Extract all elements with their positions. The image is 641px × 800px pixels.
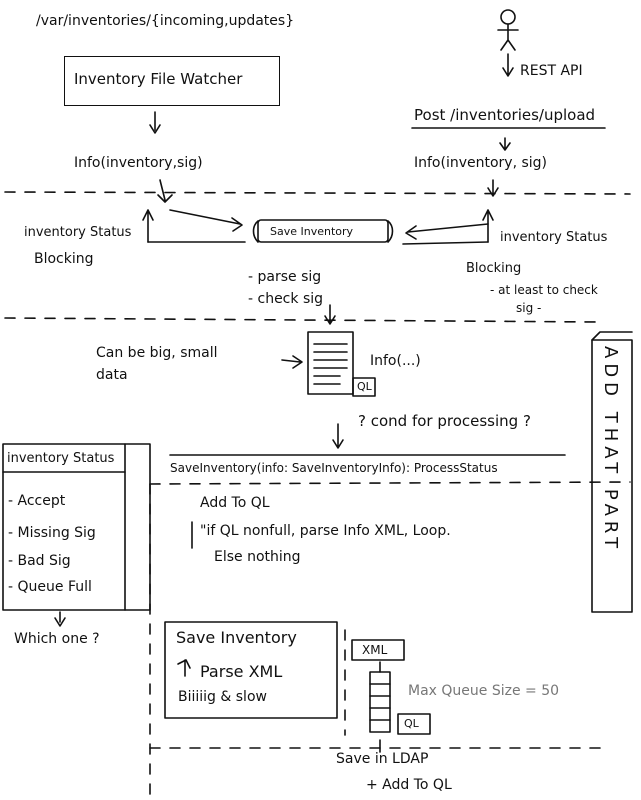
user-body-icon	[497, 23, 519, 51]
file-watcher-label: Inventory File Watcher	[74, 70, 243, 88]
right-note-line-1: - at least to check	[490, 283, 598, 297]
rule-line-1: "if QL nonfull, parse Info XML, Loop.	[200, 523, 451, 539]
add-to-ql-label: Add To QL	[200, 495, 270, 511]
step-check-sig: - check sig	[248, 291, 324, 307]
status-item-accept: - Accept	[8, 493, 66, 509]
queue-xml-label: XML	[362, 643, 388, 657]
watch-path: /var/inventories/{incoming,updates}	[36, 13, 295, 29]
watcher-info-call: Info(inventory,sig)	[74, 155, 203, 171]
queue-ql-label: QL	[404, 717, 419, 730]
step-parse-sig: - parse sig	[248, 269, 322, 285]
bottom-box-step-slow: Biiiiig & slow	[178, 689, 267, 705]
file-watcher-box	[64, 56, 280, 106]
add-that-part-banner: ADD THAT PART	[600, 346, 621, 554]
condition-question: ? cond for processing ?	[358, 412, 531, 430]
max-queue-size: Max Queue Size = 50	[408, 683, 560, 699]
add-to-ql-final: + Add To QL	[366, 777, 452, 793]
bottom-box-step-parse: Parse XML	[200, 662, 283, 681]
status-item-missing-sig: - Missing Sig	[8, 525, 96, 541]
doc-ql-label: QL	[357, 380, 372, 393]
bottom-box-title: Save Inventory	[176, 628, 297, 647]
document-icon	[307, 331, 376, 397]
right-blocking-label: Blocking	[466, 261, 522, 276]
doc-note-line-1: Can be big, small	[96, 345, 218, 361]
doc-note-line-2: data	[96, 367, 128, 383]
save-inventory-box-label: Save Inventory	[270, 225, 354, 238]
rest-api-label: REST API	[520, 63, 583, 79]
status-panel-title: inventory Status	[7, 451, 115, 466]
left-blocking-label: Blocking	[34, 251, 94, 267]
status-question: Which one ?	[14, 631, 100, 647]
status-item-bad-sig: - Bad Sig	[8, 553, 71, 569]
save-in-ldap: Save in LDAP	[336, 751, 429, 767]
right-note-line-2: sig -	[516, 301, 542, 315]
right-status-label: inventory Status	[500, 230, 608, 245]
rule-line-2: Else nothing	[214, 549, 301, 565]
user-head-icon	[500, 9, 516, 25]
left-status-label: inventory Status	[24, 225, 132, 240]
status-item-queue-full: - Queue Full	[8, 579, 92, 595]
doc-info-label: Info(...)	[370, 353, 421, 369]
api-info-call: Info(inventory, sig)	[414, 155, 548, 171]
save-inventory-signature: SaveInventory(info: SaveInventoryInfo): …	[170, 461, 498, 475]
upload-endpoint: Post /inventories/upload	[414, 106, 596, 124]
